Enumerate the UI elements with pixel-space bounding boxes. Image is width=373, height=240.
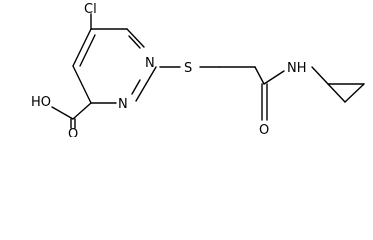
bond-c2-n3-double	[131, 79, 141, 95]
bond-c4-c4a	[72, 65, 92, 104]
cyclopropyl-ring	[311, 66, 365, 103]
bond-c2-n3	[135, 83, 147, 102]
atom-cl: Cl	[84, 2, 97, 17]
atom-n-top: N	[145, 56, 155, 71]
atom-o-amide: O	[259, 123, 269, 137]
bond-n-cyclopropyl	[311, 66, 329, 85]
bond-n1-c2	[145, 66, 157, 85]
bond-carbonyl-n	[263, 70, 285, 85]
atom-n-bottom: N	[118, 97, 128, 112]
molecule-structure: Cl N N S NH HO O O	[31, 2, 365, 137]
bond-c-oh	[51, 106, 74, 120]
bond-cp-2	[344, 83, 365, 103]
atom-nh: NH	[287, 61, 307, 76]
atom-ho: HO	[31, 95, 51, 110]
bond-ring-c5-double	[79, 34, 96, 67]
amide-group	[254, 66, 285, 121]
atom-o-acid: O	[68, 127, 78, 137]
carboxylic-acid-group	[51, 102, 92, 129]
molecule-canvas: Cl N N S NH HO O O	[31, 2, 365, 137]
bond-ring-c5	[72, 28, 92, 67]
bond-c4-cooh	[72, 102, 92, 120]
atom-s: S	[184, 61, 192, 76]
bond-c6-n1-double	[128, 35, 141, 49]
bond-ch2-carbonyl	[254, 66, 265, 85]
bond-cp-1	[327, 83, 346, 103]
bond-c6-n1	[126, 28, 145, 48]
pyrimidine-ring	[72, 28, 157, 104]
